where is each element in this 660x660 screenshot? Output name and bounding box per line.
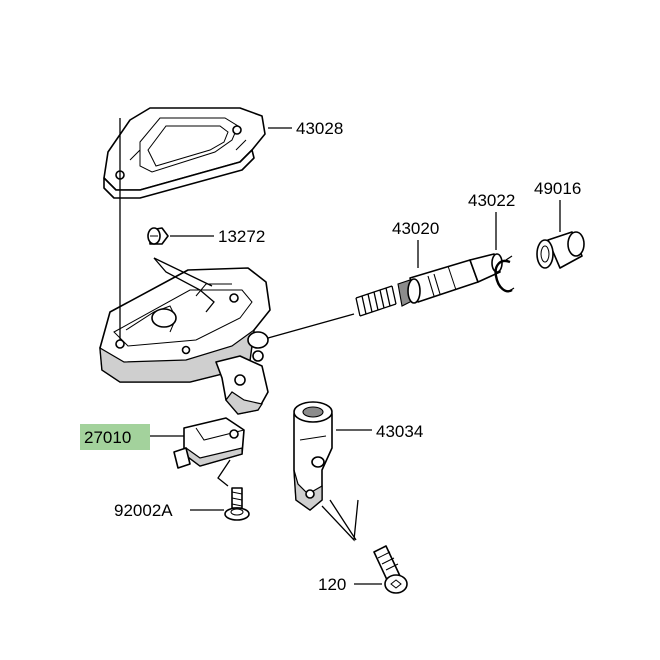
brake-switch <box>173 417 245 469</box>
piston-assembly <box>355 253 503 317</box>
boot-49016 <box>536 231 585 269</box>
reservoir-cap <box>103 107 266 199</box>
highlight-27010[interactable]: 27010 <box>80 424 150 450</box>
screw-13272 <box>147 227 169 245</box>
lever-mount <box>293 401 333 511</box>
label-92002A[interactable]: 92002A <box>114 501 173 520</box>
label-120[interactable]: 120 <box>318 575 346 594</box>
label-27010[interactable]: 27010 <box>84 428 131 447</box>
bolt-120 <box>373 545 408 594</box>
label-49016[interactable]: 49016 <box>534 179 581 198</box>
master-cylinder-body <box>99 267 271 415</box>
highlight-box <box>80 424 150 450</box>
part-labels: 43028 13272 43020 43022 49016 27010 4303… <box>80 119 581 594</box>
label-43020[interactable]: 43020 <box>392 219 439 238</box>
label-43022[interactable]: 43022 <box>468 191 515 210</box>
circlip <box>494 255 515 293</box>
label-43034[interactable]: 43034 <box>376 422 423 441</box>
label-43028[interactable]: 43028 <box>296 119 343 138</box>
leader-lines <box>119 118 561 585</box>
screw-92002A <box>224 487 250 521</box>
label-13272[interactable]: 13272 <box>218 227 265 246</box>
